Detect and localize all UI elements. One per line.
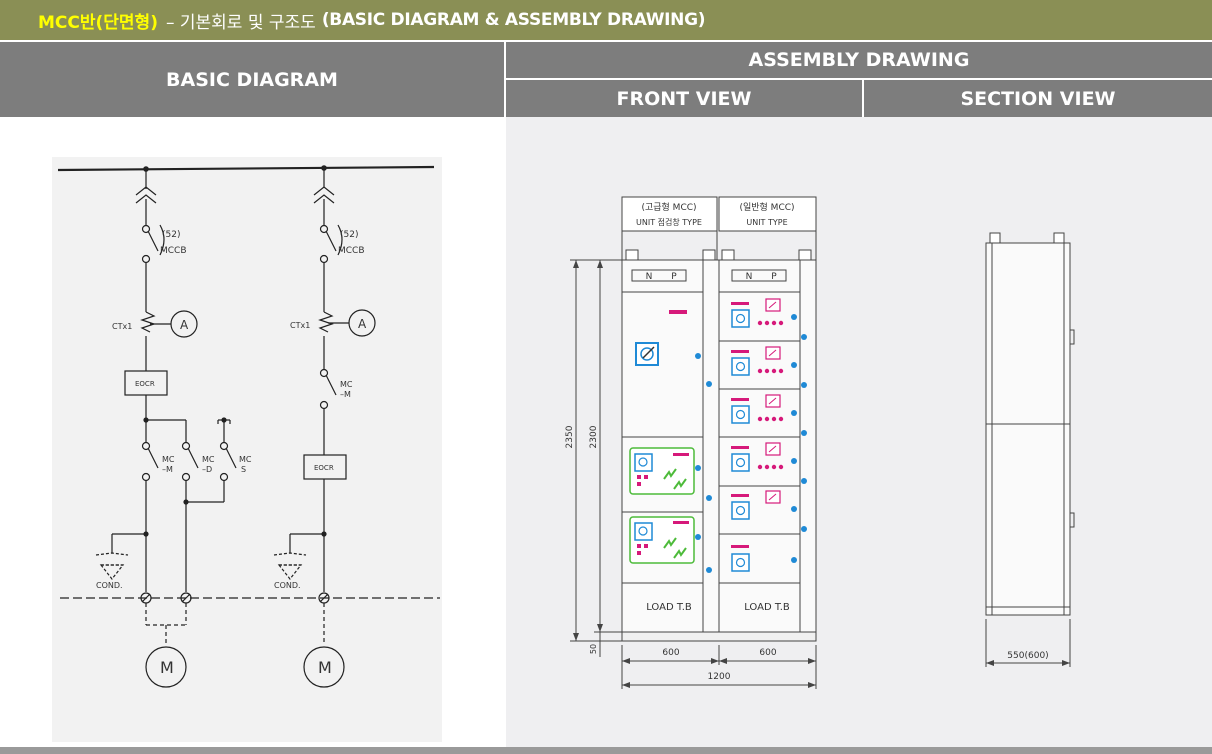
breaker-number-2: (52) [340, 230, 358, 240]
mc-m-label-a: MC [162, 455, 175, 464]
np-label-p-right: P [771, 272, 777, 282]
mc-m-label-b: –M [162, 465, 173, 474]
eocr-label-1: EOCR [135, 380, 155, 388]
breaker-number-1: (52) [162, 230, 180, 240]
np-label-n-left: N [646, 272, 653, 282]
ammeter-label-1: A [180, 318, 189, 332]
np-label-n-right: N [746, 272, 753, 282]
bottom-rule [0, 747, 1212, 754]
label-standard-mcc: (일반형 MCC) [739, 202, 794, 213]
header-basic-diagram: BASIC DIAGRAM [0, 42, 504, 117]
breaker-label-1: MCCB [160, 246, 187, 256]
dim-total-width: 1200 [708, 672, 731, 682]
mc-m-label-c: MC [340, 380, 353, 389]
mc-s-label-a: MC [239, 455, 252, 464]
header-section-view: SECTION VIEW [864, 80, 1212, 117]
header-assembly-drawing: ASSEMBLY DRAWING [506, 42, 1212, 78]
dim-depth: 550(600) [1007, 651, 1048, 661]
np-label-p-left: P [671, 272, 677, 282]
header-front-view: FRONT VIEW [506, 80, 862, 117]
motor-label-2: M [318, 658, 332, 677]
cond-label-1: COND. [96, 581, 123, 590]
eocr-label-2: EOCR [314, 464, 334, 472]
load-tb-right: LOAD T.B [744, 602, 790, 613]
mc-d-label-a: MC [202, 455, 215, 464]
cond-label-2: COND. [274, 581, 301, 590]
basic-diagram: (52) MCCB CTx1 A EOCR MC –M MC –D MC S C… [52, 157, 442, 742]
dim-height-body: 2300 [589, 425, 599, 448]
dim-width-right: 600 [759, 648, 776, 658]
breaker-label-2: MCCB [338, 246, 365, 256]
mc-m-label-d: –M [340, 390, 351, 399]
ct-label-1: CTx1 [112, 322, 132, 331]
title-english: (BASIC DIAGRAM & ASSEMBLY DRAWING) [321, 10, 706, 30]
ct-label-2: CTx1 [290, 321, 310, 330]
dim-base: 50 [589, 644, 598, 654]
mc-d-label-b: –D [202, 465, 212, 474]
dim-height-total: 2350 [565, 425, 575, 448]
title-main: MCC반(단면형) [38, 12, 158, 33]
front-view-drawing: (고급형 MCC) UNIT 점검창 TYPE (일반형 MCC) UNIT T… [565, 196, 817, 689]
label-inspection-window-type: UNIT 점검창 TYPE [636, 217, 702, 227]
section-view-drawing: 550(600) [985, 232, 1075, 667]
title-sub: – 기본회로 및 구조도 [165, 12, 316, 33]
title-bar: MCC반(단면형) – 기본회로 및 구조도 (BASIC DIAGRAM & … [0, 0, 1212, 40]
ammeter-label-2: A [358, 317, 367, 331]
label-unit-type: UNIT TYPE [746, 218, 787, 227]
dim-width-left: 600 [662, 648, 679, 658]
load-tb-left: LOAD T.B [646, 602, 692, 613]
motor-label-1: M [160, 658, 174, 677]
label-high-grade-mcc: (고급형 MCC) [641, 202, 696, 213]
mc-s-label-b: S [241, 465, 246, 474]
